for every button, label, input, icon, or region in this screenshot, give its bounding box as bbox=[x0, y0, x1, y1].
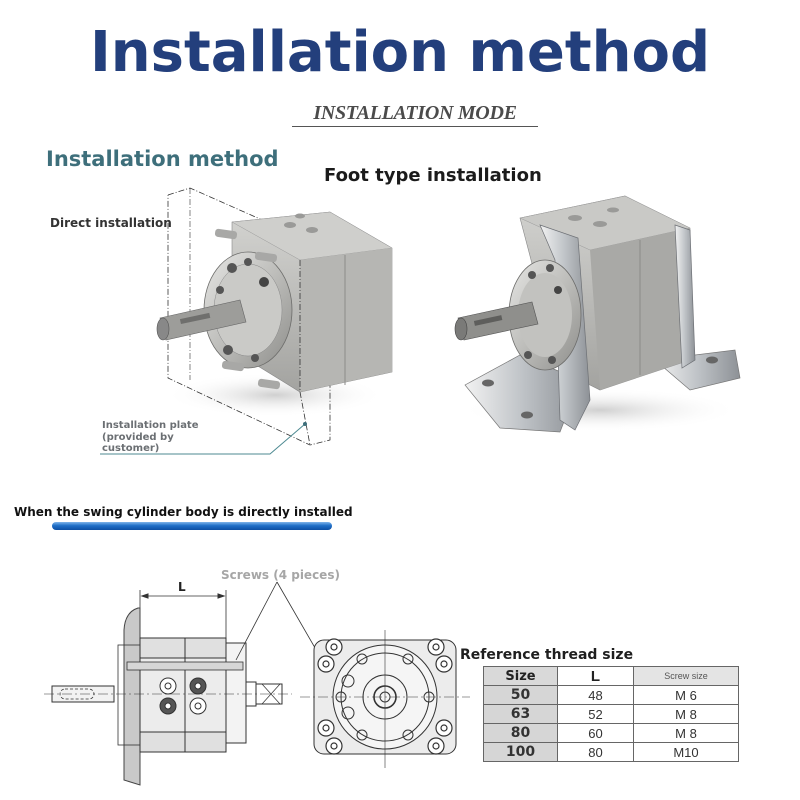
page-subtitle: INSTALLATION MODE bbox=[292, 102, 538, 127]
reference-thread-title: Reference thread size bbox=[460, 647, 634, 663]
cell-size: 50 bbox=[483, 685, 558, 705]
section-title: Installation method bbox=[46, 147, 279, 171]
header-l: L bbox=[557, 666, 634, 686]
plate-label-line-1: Installation plate bbox=[102, 420, 199, 431]
side-view-drawing bbox=[44, 581, 323, 786]
cell-size: 80 bbox=[483, 723, 558, 743]
table-row: 63 52 M 8 bbox=[483, 704, 739, 724]
table-row: 80 60 M 8 bbox=[483, 723, 739, 743]
plate-label-line-2: (provided by bbox=[102, 431, 174, 443]
front-view-drawing bbox=[300, 630, 470, 768]
direct-installation-illustration bbox=[100, 187, 393, 455]
installation-plate-label: Installation plate (provided by customer… bbox=[102, 420, 222, 455]
direct-installed-caption: When the swing cylinder body is directly… bbox=[14, 505, 353, 519]
direct-installation-label: Direct installation bbox=[50, 216, 172, 230]
reference-thread-table: Size L Screw size 50 48 M 6 63 52 M 8 80… bbox=[483, 666, 739, 762]
cell-l: 48 bbox=[557, 685, 634, 705]
cell-l: 60 bbox=[557, 723, 634, 743]
plate-label-line-3: customer) bbox=[102, 443, 160, 454]
cell-screw: M 8 bbox=[633, 704, 739, 724]
cell-l: 80 bbox=[557, 742, 634, 762]
dimension-l-label: L bbox=[178, 580, 186, 594]
header-screw-size: Screw size bbox=[633, 666, 739, 686]
header-size: Size bbox=[483, 666, 558, 686]
screws-label: Screws (4 pieces) bbox=[221, 568, 340, 582]
cell-screw: M 8 bbox=[633, 723, 739, 743]
cell-size: 100 bbox=[483, 742, 558, 762]
table-header-row: Size L Screw size bbox=[483, 666, 739, 686]
foot-type-illustration bbox=[454, 195, 741, 433]
table-row: 50 48 M 6 bbox=[483, 685, 739, 705]
cell-screw: M 6 bbox=[633, 685, 739, 705]
table-row: 100 80 M10 bbox=[483, 742, 739, 762]
cell-screw: M10 bbox=[633, 742, 739, 762]
page-title: Installation method bbox=[89, 20, 711, 85]
cell-size: 63 bbox=[483, 704, 558, 724]
cell-l: 52 bbox=[557, 704, 634, 724]
foot-type-title: Foot type installation bbox=[324, 165, 542, 186]
caption-accent-bar bbox=[52, 522, 332, 530]
